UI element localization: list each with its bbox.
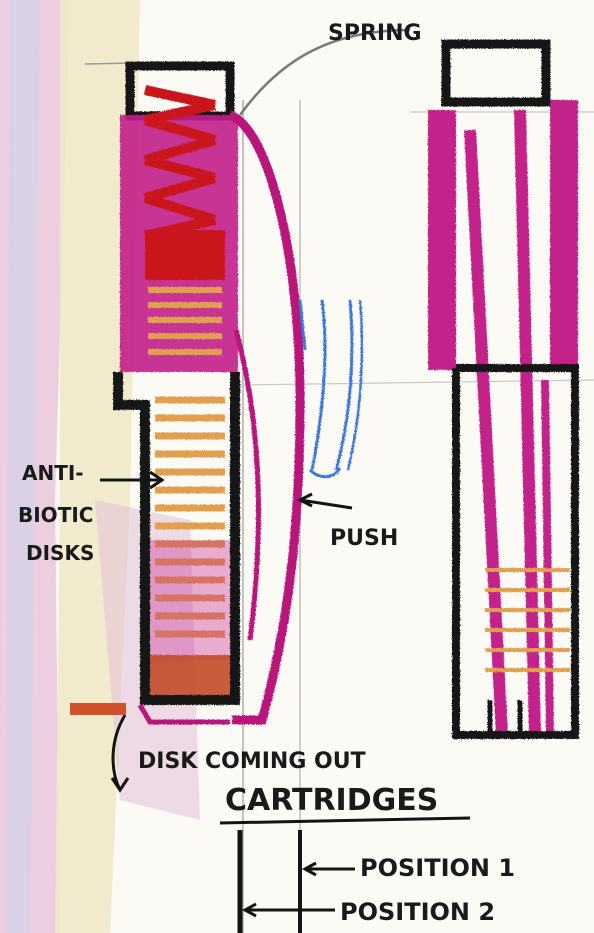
label-anti-biotic-line3: DISKS [26,541,94,565]
label-push: PUSH [330,526,398,551]
label-position-1: POSITION 1 [360,854,515,882]
right-magenta-upper-right [550,100,578,368]
label-cartridges: CARTRIDGES [225,783,438,818]
label-disk-coming-out: DISK COMING OUT [138,749,366,774]
right-magenta-rod-3 [545,380,550,735]
spring-red-mass [145,230,225,280]
label-anti-biotic-line1: ANTI- [22,461,84,485]
label-anti-biotic-line2: BIOTIC [18,503,93,527]
label-position-2: POSITION 2 [340,898,495,926]
label-spring: SPRING [328,21,422,46]
right-magenta-upper-left [428,110,456,370]
bottom-disk-stack [150,655,230,695]
magenta-lower-fill [150,540,230,660]
ejected-disk [70,703,126,715]
